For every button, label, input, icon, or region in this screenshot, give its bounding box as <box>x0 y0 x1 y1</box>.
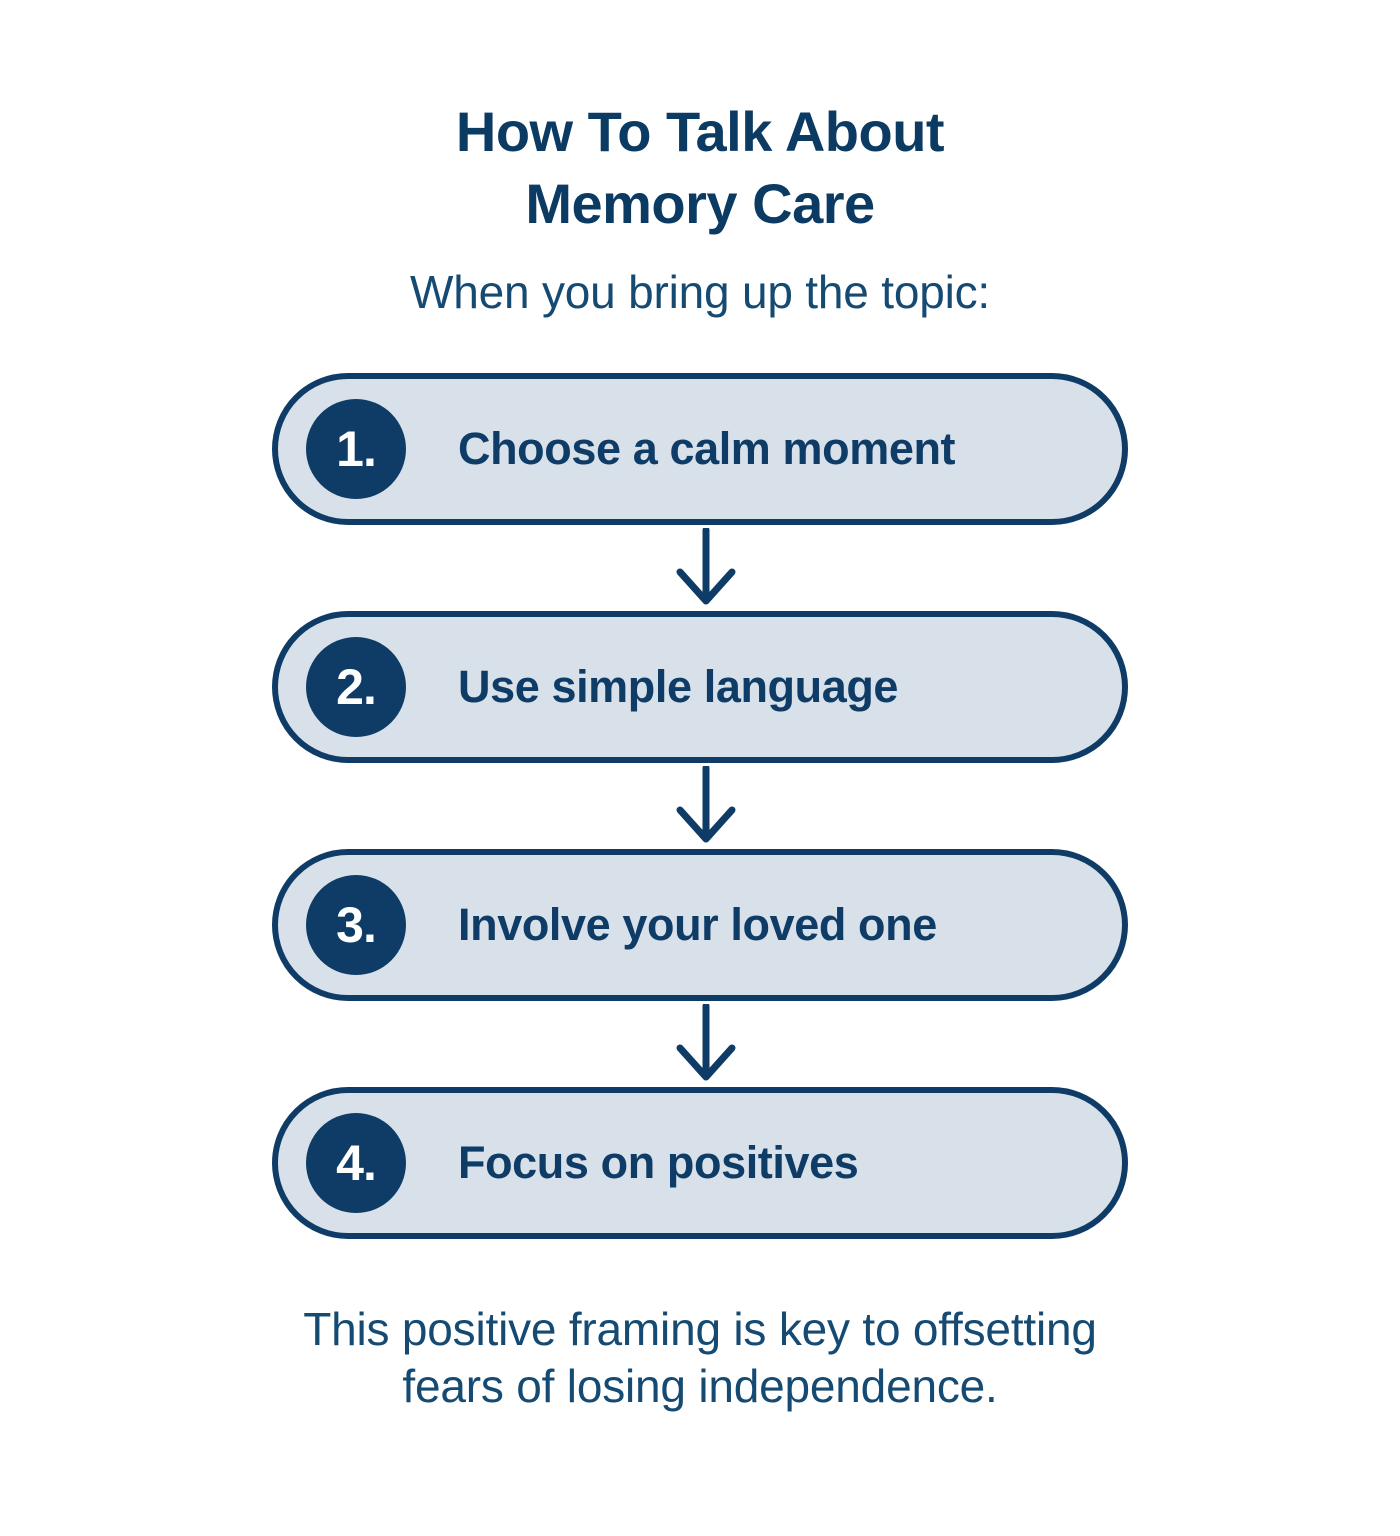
header-block: How To Talk About Memory Care When you b… <box>0 0 1400 321</box>
page-title-line-1: How To Talk About <box>455 100 945 163</box>
step-number-badge-4: 4. <box>306 1112 406 1213</box>
footer-note-line-2: fears of losing independence. <box>402 1360 998 1413</box>
connector-arrow-1 <box>278 525 1134 611</box>
step-card-4[interactable]: 4. Focus on positives <box>272 1086 1128 1239</box>
arrow-down-icon <box>676 1003 736 1081</box>
step-number-badge-1: 1. <box>306 398 406 499</box>
steps-flow: 1. Choose a calm moment 2. Use simple la… <box>269 372 1134 1239</box>
arrow-down-icon <box>676 527 736 605</box>
step-label-1: Choose a calm moment <box>458 423 956 475</box>
step-row-3: 3. Involve your loved one <box>269 848 1134 1087</box>
step-row-1: 1. Choose a calm moment <box>269 372 1134 611</box>
step-row-4: 4. Focus on positives <box>269 1086 1131 1239</box>
step-number-badge-3: 3. <box>306 874 406 975</box>
page-title-line-2: Memory Care <box>525 171 875 235</box>
connector-arrow-3 <box>278 1001 1134 1087</box>
step-card-1[interactable]: 1. Choose a calm moment <box>272 372 1128 525</box>
step-card-2[interactable]: 2. Use simple language <box>272 610 1128 763</box>
footer-note-line-1: This positive framing is key to offsetti… <box>303 1302 1097 1355</box>
step-label-3: Involve your loved one <box>458 899 937 951</box>
step-card-3[interactable]: 3. Involve your loved one <box>272 848 1128 1001</box>
footer-note: This positive framing is key to offsetti… <box>150 1301 1250 1417</box>
page-subtitle: When you bring up the topic: <box>410 266 990 319</box>
connector-arrow-2 <box>278 763 1134 849</box>
step-label-4: Focus on positives <box>458 1137 859 1189</box>
step-number-badge-2: 2. <box>306 636 406 737</box>
arrow-down-icon <box>676 765 736 843</box>
page-title: How To Talk About Memory Care <box>340 96 1060 239</box>
step-label-2: Use simple language <box>458 661 899 713</box>
step-row-2: 2. Use simple language <box>269 610 1134 849</box>
